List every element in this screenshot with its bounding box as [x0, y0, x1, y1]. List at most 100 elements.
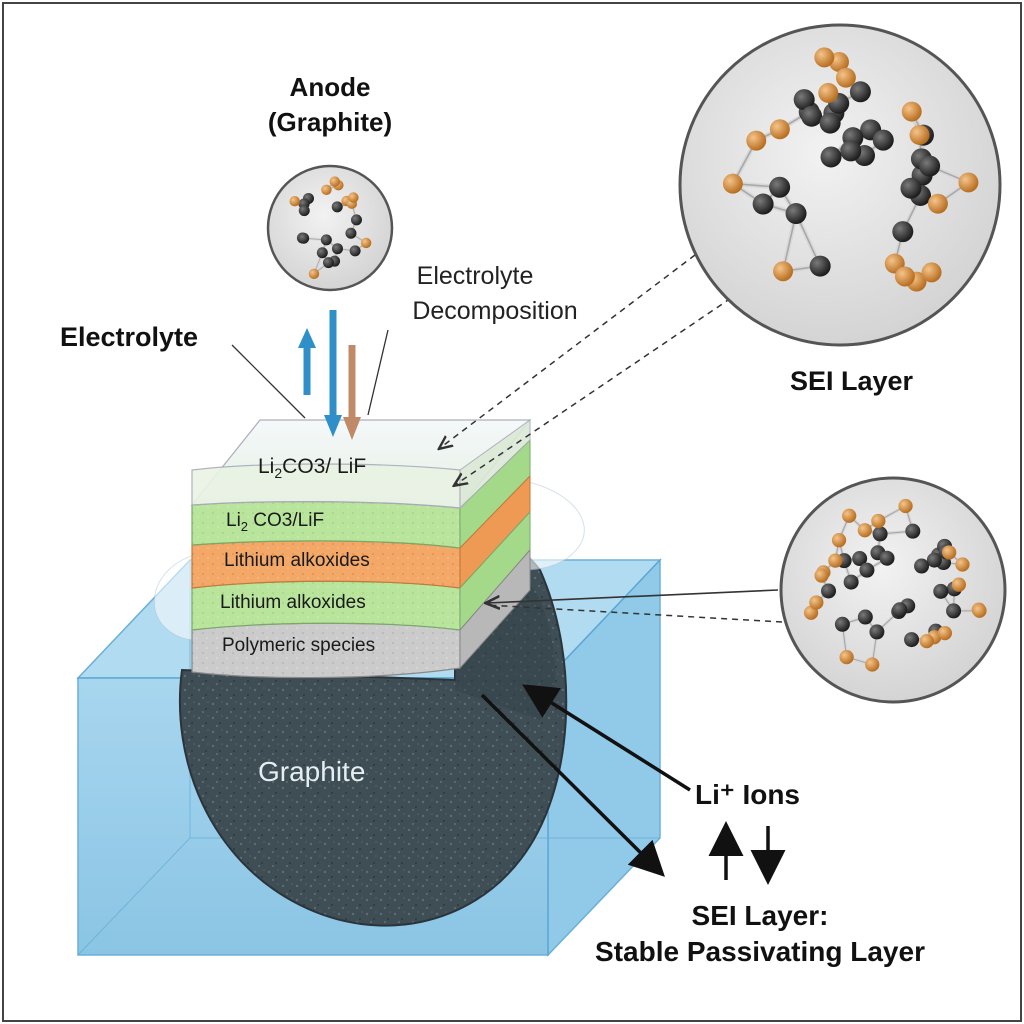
carbon-atom: [840, 140, 862, 162]
li-ion-arrow-in: [522, 684, 691, 792]
decomposition-line1: Electrolyte: [416, 262, 534, 290]
carbon-atom: [349, 245, 361, 257]
lithium-atom: [942, 545, 957, 560]
lithium-atom: [958, 172, 979, 193]
lithium-atom: [746, 130, 767, 151]
lithium-atom: [818, 82, 839, 103]
electrolyte-label: Electrolyte: [60, 322, 199, 352]
carbon-atom: [892, 602, 908, 618]
lithium-atom: [814, 568, 829, 583]
carbon-atom: [821, 583, 837, 599]
carbon-atom: [859, 562, 875, 578]
lithium-atom: [921, 262, 942, 283]
carbon-atom: [298, 205, 310, 217]
carbon-atom: [905, 523, 921, 539]
layer-alkoxide-orange-label: Lithium alkoxides: [224, 550, 370, 571]
carbon-atom: [801, 105, 823, 127]
anode-title: Anode (Graphite): [250, 72, 410, 138]
layer-li2co3-suffix: CO3/LiF: [248, 510, 325, 531]
electrolyte-flow-arrows: [298, 310, 361, 440]
anode-molecule-icon: [266, 164, 394, 292]
carbon-atom: [785, 203, 807, 225]
lithium-atom: [722, 173, 743, 194]
lithium-atom: [835, 67, 856, 88]
anode-title-line2: (Graphite): [267, 107, 393, 137]
lithium-atom: [937, 625, 953, 641]
carbon-atom: [331, 201, 343, 213]
carbon-atom: [946, 603, 962, 619]
lithium-atom: [809, 595, 824, 610]
carbon-atom: [852, 551, 868, 567]
carbon-atom: [919, 155, 941, 177]
carbon-atom: [820, 146, 842, 168]
layer-top-prefix: Li: [258, 455, 275, 478]
lithium-atom: [321, 184, 332, 196]
lithium-atom: [857, 523, 872, 538]
carbon-atom: [872, 129, 894, 151]
lithium-atom: [951, 577, 966, 592]
carbon-atom: [322, 257, 334, 269]
sei-stable-label: SEI Layer: Stable Passivating Layer: [570, 900, 950, 968]
lithium-atom: [828, 553, 843, 568]
carbon-atom: [869, 624, 885, 640]
carbon-atom: [933, 583, 949, 599]
carbon-atom: [843, 574, 859, 590]
carbon-atom: [769, 176, 791, 198]
carbon-atom: [857, 609, 873, 625]
layer-li2co3-prefix: Li: [226, 510, 241, 531]
lithium-atom: [348, 192, 359, 203]
lithium-atom: [901, 101, 922, 122]
carbon-atom: [298, 232, 310, 244]
carbon-atom: [320, 234, 332, 246]
lithium-atom: [972, 603, 987, 618]
sei-zoom-pointer-2: [455, 291, 741, 485]
layer-molecule-icon: [779, 476, 1007, 704]
layer-zoom-pointer-solid: [487, 589, 779, 603]
layer-li2co3-sub: 2: [240, 518, 249, 534]
carbon-atom: [879, 550, 895, 566]
lithium-atom: [955, 557, 970, 572]
carbon-atom: [872, 526, 888, 542]
li-ions-label: Li⁺ Ions: [695, 779, 800, 810]
carbon-atom: [892, 221, 914, 243]
layer-polymeric-label: Polymeric species: [222, 635, 376, 656]
lithium-atom: [865, 657, 880, 672]
lithium-atom: [814, 47, 835, 68]
sei-zoom-pointer-1: [440, 254, 696, 448]
lithium-atom: [839, 650, 854, 665]
layer-top-suffix: CO3/ LiF: [282, 455, 367, 478]
lithium-atom: [919, 634, 934, 649]
carbon-atom: [900, 177, 922, 199]
decomposition-label: Electrolyte Decomposition: [390, 262, 600, 326]
lithium-atom: [909, 124, 930, 145]
decomposition-leader: [367, 329, 389, 416]
graphite-label: Graphite: [258, 756, 366, 787]
lithium-atom: [329, 176, 341, 187]
lithium-atom: [898, 498, 913, 514]
layer-top-label: Li2CO3/ LiF: [258, 455, 366, 481]
carbon-atom: [926, 552, 942, 568]
layer-zoom-pointer-dashed: [486, 604, 783, 623]
lithium-atom: [769, 119, 790, 140]
lithium-atom: [894, 266, 915, 287]
lithium-atom: [842, 508, 857, 523]
carbon-atom: [752, 193, 774, 215]
carbon-atom: [350, 214, 362, 226]
carbon-atom: [316, 247, 328, 259]
carbon-atom: [331, 243, 343, 255]
lithium-atom: [871, 513, 886, 529]
sei-layer-label: SEI Layer: [790, 366, 914, 396]
lithium-atom: [360, 237, 372, 249]
carbon-atom: [819, 112, 841, 134]
carbon-atom: [904, 632, 920, 648]
lithium-atom: [289, 195, 300, 207]
layer-li2co3-label: Li2 CO3/LiF: [226, 510, 324, 534]
decomposition-line2: Decomposition: [412, 297, 578, 325]
lithium-atom: [831, 533, 847, 548]
anode-title-line1: Anode: [289, 72, 371, 102]
carbon-atom: [849, 81, 871, 103]
carbon-atom: [793, 89, 815, 111]
